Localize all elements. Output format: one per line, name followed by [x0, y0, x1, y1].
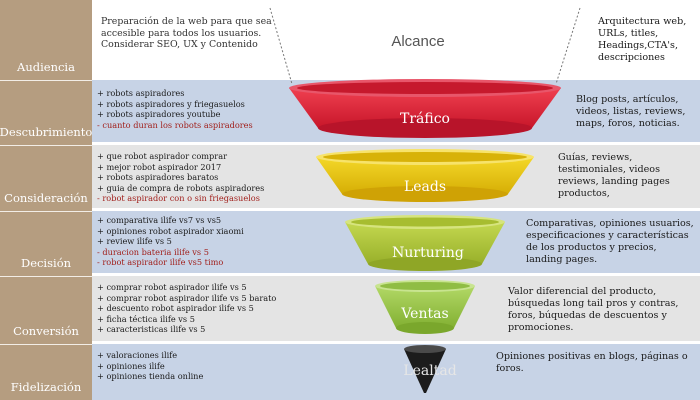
funnel-segment-nurturing — [345, 215, 505, 271]
stage-label-text: Decisión — [20, 256, 72, 270]
funnel-label-nurturing: Nurturing — [392, 245, 464, 261]
keyword-item: + comprar robot aspirador ilife vs 5 bar… — [97, 292, 277, 303]
stage-label-text: Fidelización — [10, 380, 82, 394]
stage-label-text: Conversión — [13, 324, 79, 338]
keyword-item: + opiniones robot aspirador xiaomi — [97, 225, 244, 236]
keyword-item: + comprar robot aspirador ilife vs 5 — [97, 282, 247, 292]
audience-description: Preparación de la web para que sea acces… — [101, 16, 272, 51]
keyword-item: + opiniones ilife — [97, 360, 165, 371]
stage-label-conversion: Conversión — [0, 276, 92, 344]
funnel-segment-trafico — [289, 79, 561, 138]
negative-keyword-item: - robot aspirador ilife vs5 timo — [97, 257, 224, 268]
band-conversion — [0, 276, 700, 341]
stage-label-fidelizacion: Fidelización — [0, 344, 92, 400]
keyword-item: + robots aspiradores y friegasuelos — [97, 98, 245, 109]
band-fidelizacion — [0, 344, 700, 400]
funnel-label-alcance: Alcance — [391, 33, 444, 50]
funnel-segment-lealtad — [404, 345, 446, 393]
stage-label-decision: Decisión — [0, 211, 92, 276]
keyword-item: + caracteristicas ilife vs 5 — [97, 324, 206, 335]
negative-keyword-item: - robot aspirador con o sin friegasuelos — [97, 193, 260, 204]
keyword-item: + guia de compra de robots aspiradores — [97, 182, 265, 193]
content-types-alcance: Arquitectura web, URLs, titles, Headings… — [598, 16, 687, 63]
band-audiencia — [0, 0, 700, 80]
funnel-segment-leads — [316, 149, 534, 202]
content-types-lealtad: Opiniones positivas en blogs, páginas o … — [496, 351, 688, 374]
stage-label-text: Consideración — [4, 191, 88, 205]
negative-keyword-item: - cuanto duran los robots aspiradores — [97, 119, 253, 130]
keyword-item: + descuento robot aspirador ilife vs 5 — [97, 303, 254, 314]
content-types-leads: Guías, reviews, testimoniales, videos re… — [558, 152, 670, 199]
keyword-item: + opiniones tienda online — [97, 371, 204, 382]
guide-line-right — [555, 7, 581, 85]
keyword-item: + robots aspiradores youtube — [97, 109, 221, 120]
keyword-list-conversion: + comprar robot aspirador ilife vs 5 + c… — [97, 282, 276, 335]
keyword-item: + robots aspiradores baratos — [97, 172, 219, 183]
keyword-list-descubrimiento: + robots aspiradores + robots aspiradore… — [97, 88, 253, 130]
stage-label-text: Audiencia — [17, 60, 75, 74]
negative-keyword-item: - duracion bateria ilife vs 5 — [97, 246, 209, 257]
stage-label-audiencia: Audiencia — [0, 0, 92, 80]
keyword-list-consideracion: + que robot aspirador comprar + mejor ro… — [97, 151, 264, 204]
funnel-label-ventas: Ventas — [400, 306, 448, 322]
keyword-item: + que robot aspirador comprar — [97, 151, 227, 161]
funnel-segment-ventas — [375, 280, 475, 334]
keyword-list-decision: + comparativa ilife vs7 vs vs5 + opinion… — [97, 215, 244, 268]
keyword-item: + comparativa ilife vs7 vs vs5 — [97, 215, 222, 225]
content-types-ventas: Valor diferencial del producto, búsqueda… — [508, 286, 679, 333]
content-types-trafico: Blog posts, artículos, videos, listas, r… — [576, 94, 686, 129]
funnel-label-leads: Leads — [404, 179, 446, 195]
keyword-list-fidelizacion: + valoraciones ilife + opiniones ilife +… — [97, 350, 203, 382]
funnel-label-lealtad: Lealtad — [403, 363, 456, 379]
funnel-label-trafico: Tráfico — [400, 111, 450, 127]
stage-label-descubrimiento: Descubrimiento — [0, 80, 92, 145]
stage-label-consideracion: Consideración — [0, 145, 92, 211]
keyword-item: + robots aspiradores — [97, 88, 185, 98]
guide-line-left — [269, 7, 293, 85]
keyword-item: + review ilife vs 5 — [97, 236, 172, 247]
stage-label-text: Descubrimiento — [0, 125, 93, 139]
content-types-nurturing: Comparativas, opiniones usuarios, especi… — [526, 218, 694, 265]
keyword-item: + ficha téctica ilife vs 5 — [97, 313, 195, 324]
keyword-item: + valoraciones ilife — [97, 350, 178, 360]
keyword-item: + mejor robot aspirador 2017 — [97, 161, 222, 172]
